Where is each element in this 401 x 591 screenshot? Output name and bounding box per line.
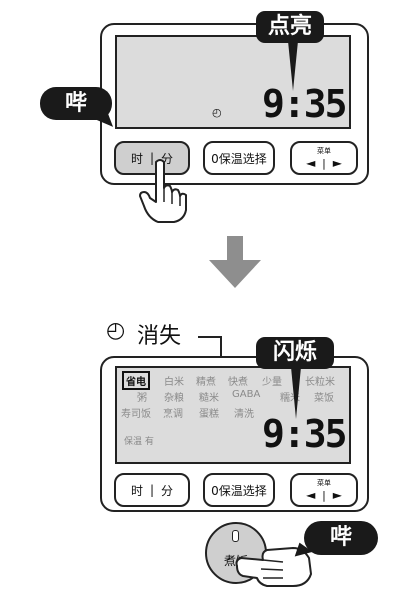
hour-minute-button-top[interactable]: 时 | 分 xyxy=(114,141,190,175)
clock-vanish-icon: ◴ xyxy=(106,318,126,343)
menu-item-gaba: GABA xyxy=(232,389,261,400)
clock-icon: ◴ xyxy=(212,106,222,119)
keep-warm-select-button-bottom[interactable]: 0保温选择 xyxy=(203,473,275,507)
menu-item-brown-rice: 糙米 xyxy=(199,393,219,404)
clock-vanish-label: 消失 xyxy=(137,324,182,349)
menu-item-clean: 清洗 xyxy=(234,409,254,420)
menu-item-fine-cook: 精煮 xyxy=(196,377,216,388)
left-triangle-icon: ◄ xyxy=(306,156,316,170)
menu-label: 菜单 xyxy=(317,479,331,487)
callout-flash-pointer xyxy=(291,367,301,419)
right-triangle-icon: ► xyxy=(332,488,342,502)
menu-item-vegetable-rice: 菜饭 xyxy=(314,393,334,404)
menu-item-white-rice: 白米 xyxy=(164,377,184,388)
keep-warm-status: 保温 有 xyxy=(124,437,154,447)
menu-separator: | xyxy=(322,157,326,170)
menu-item-power-save: 省电 xyxy=(122,371,150,390)
menu-button-top[interactable]: 菜单 ◄ | ► xyxy=(290,141,358,175)
menu-label: 菜单 xyxy=(317,147,331,155)
menu-item-sushi-rice: 寿司饭 xyxy=(121,409,151,420)
left-triangle-icon: ◄ xyxy=(306,488,316,502)
menu-item-long-grain-rice: 长粒米 xyxy=(305,377,335,388)
time-display-bottom: 9:35 xyxy=(262,412,348,456)
menu-separator: | xyxy=(322,489,326,502)
callout-flash: 闪烁 xyxy=(256,337,334,369)
keep-warm-select-label: 0保温选择 xyxy=(211,483,267,498)
button-separator: | xyxy=(149,483,155,497)
menu-item-porridge: 粥 xyxy=(137,393,147,404)
minute-label: 分 xyxy=(161,483,174,498)
menu-button-bottom[interactable]: 菜单 ◄ | ► xyxy=(290,473,358,507)
hour-label: 时 xyxy=(130,483,143,498)
callout-light-pointer xyxy=(288,41,298,91)
callout-beep-bottom: 哔 xyxy=(304,521,378,555)
callout-light: 点亮 xyxy=(256,11,324,43)
lcd-display-bottom xyxy=(115,366,351,464)
menu-item-mixed-grain: 杂粮 xyxy=(164,393,184,404)
keep-warm-select-button-top[interactable]: 0保温选择 xyxy=(203,141,275,175)
hour-label: 时 xyxy=(130,151,143,166)
right-triangle-icon: ► xyxy=(332,156,342,170)
lcd-display-top xyxy=(115,35,351,129)
button-separator: | xyxy=(149,151,155,165)
cook-indicator-light xyxy=(232,530,239,542)
down-arrow-icon xyxy=(209,236,261,288)
hour-minute-button-bottom[interactable]: 时 | 分 xyxy=(114,473,190,507)
keep-warm-select-label: 0保温选择 xyxy=(211,151,267,166)
menu-item-glutinous-rice: 糯米 xyxy=(280,393,300,404)
pressing-hand-icon xyxy=(235,547,312,587)
vanish-leader-horizontal xyxy=(198,336,222,338)
menu-arrows: ◄ | ► xyxy=(306,488,342,502)
menu-item-quick-cook: 快煮 xyxy=(228,377,248,388)
menu-arrows: ◄ | ► xyxy=(306,156,342,170)
pointing-hand-icon xyxy=(139,159,187,223)
callout-beep-top: 哔 xyxy=(40,87,112,120)
menu-item-small-amount: 少量 xyxy=(262,377,282,388)
menu-item-cooking: 烹调 xyxy=(163,409,183,420)
menu-item-cake: 蛋糕 xyxy=(199,409,219,420)
time-display-top: 9:35 xyxy=(262,82,348,126)
